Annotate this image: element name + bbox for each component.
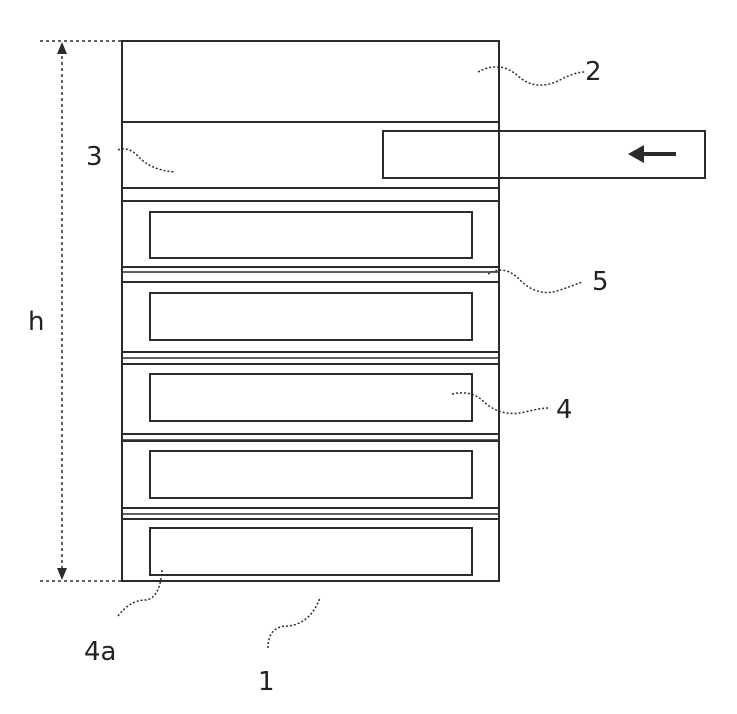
leader-drawer <box>118 149 175 172</box>
leader-divider <box>488 270 582 292</box>
compartment-stack <box>122 201 499 581</box>
label-height: h <box>28 307 44 337</box>
compartment-inner <box>150 374 472 421</box>
compartment-inner <box>150 293 472 340</box>
label-compartment: 4 <box>556 395 573 425</box>
compartment-inner <box>150 451 472 498</box>
label-divider: 5 <box>592 267 609 297</box>
leader-compartment-bottom <box>118 570 162 616</box>
left-arrow-icon <box>628 145 676 163</box>
height-dimension <box>40 41 122 581</box>
label-drawer: 3 <box>86 142 103 172</box>
compartment-inner <box>150 212 472 258</box>
label-housing: 2 <box>585 57 602 87</box>
leader-housing <box>478 67 585 85</box>
compartment-inner <box>150 528 472 575</box>
label-compartment-bottom: 4a <box>84 637 116 667</box>
leader-base <box>268 598 320 648</box>
label-base: 1 <box>258 667 275 697</box>
leader-compartment <box>452 393 550 414</box>
